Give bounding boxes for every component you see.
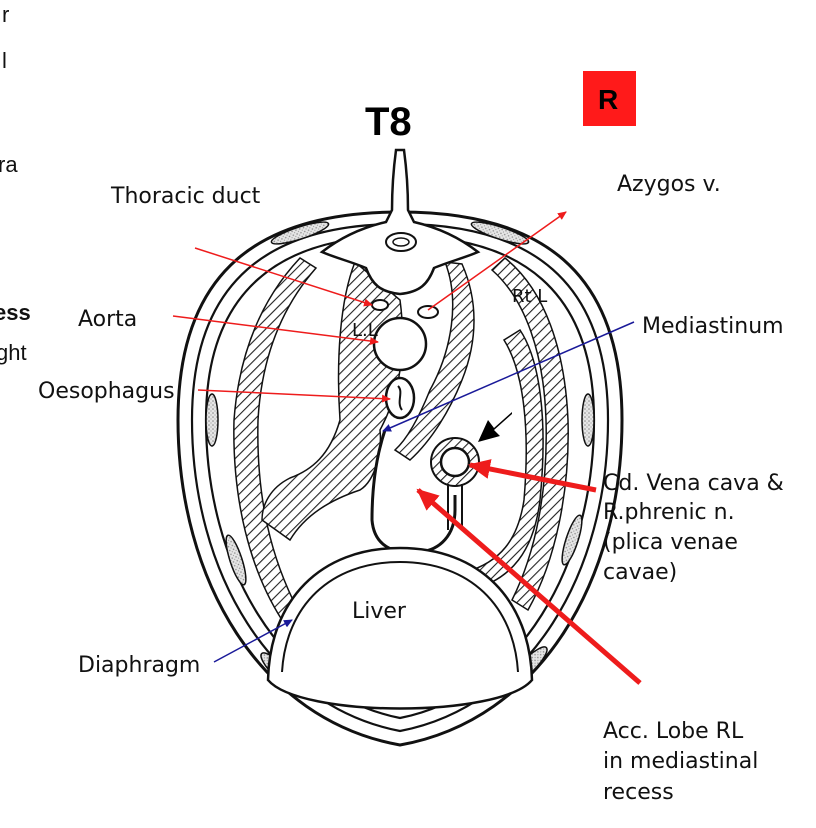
label-aorta: Aorta bbox=[78, 307, 137, 332]
label-azygos: Azygos v. bbox=[617, 172, 721, 197]
fragment-text: ess bbox=[0, 300, 31, 325]
black-indicator-arrow bbox=[478, 412, 512, 442]
side-badge-label: R bbox=[598, 84, 618, 115]
label-diaphragm: Diaphragm bbox=[78, 653, 200, 678]
thoracic-duct-vessel bbox=[371, 299, 389, 311]
label-liver: Liver bbox=[352, 599, 407, 624]
label-left-lung: L.L bbox=[352, 320, 378, 341]
label-vena-cava-line: R.phrenic n. bbox=[603, 500, 735, 525]
fragment-text: ght bbox=[0, 340, 27, 365]
mediastinal-septum bbox=[370, 429, 457, 555]
vertebra bbox=[319, 148, 481, 296]
label-acc-lobe-line: recess bbox=[603, 780, 674, 805]
fragment-text: r bbox=[2, 2, 9, 27]
aorta-vessel bbox=[372, 316, 428, 372]
fragment-text: ra bbox=[0, 152, 18, 177]
side-badge bbox=[583, 71, 636, 126]
vertebra-level-title: T8 bbox=[365, 100, 412, 144]
oesophagus-structure bbox=[384, 376, 416, 420]
label-acc-lobe-line: Acc. Lobe RL bbox=[603, 719, 744, 744]
label-oesophagus: Oesophagus bbox=[38, 379, 175, 404]
vena-cava-structure bbox=[430, 437, 480, 530]
label-acc-lobe-line: in mediastinal bbox=[603, 749, 758, 774]
azygos-vessel bbox=[417, 305, 439, 319]
label-vena-cava-line: cavae) bbox=[603, 560, 677, 585]
pointer-lines bbox=[172, 211, 642, 685]
label-right-lung: Rt L bbox=[512, 286, 547, 307]
fragment-text: l bbox=[2, 48, 7, 73]
label-vena-cava-line: Cd. Vena cava & bbox=[603, 471, 784, 496]
diaphragm-dome bbox=[266, 546, 534, 710]
label-vena-cava-line: (plica venae bbox=[603, 530, 738, 555]
label-mediastinum: Mediastinum bbox=[642, 314, 784, 339]
label-thoracic-duct: Thoracic duct bbox=[110, 184, 261, 209]
